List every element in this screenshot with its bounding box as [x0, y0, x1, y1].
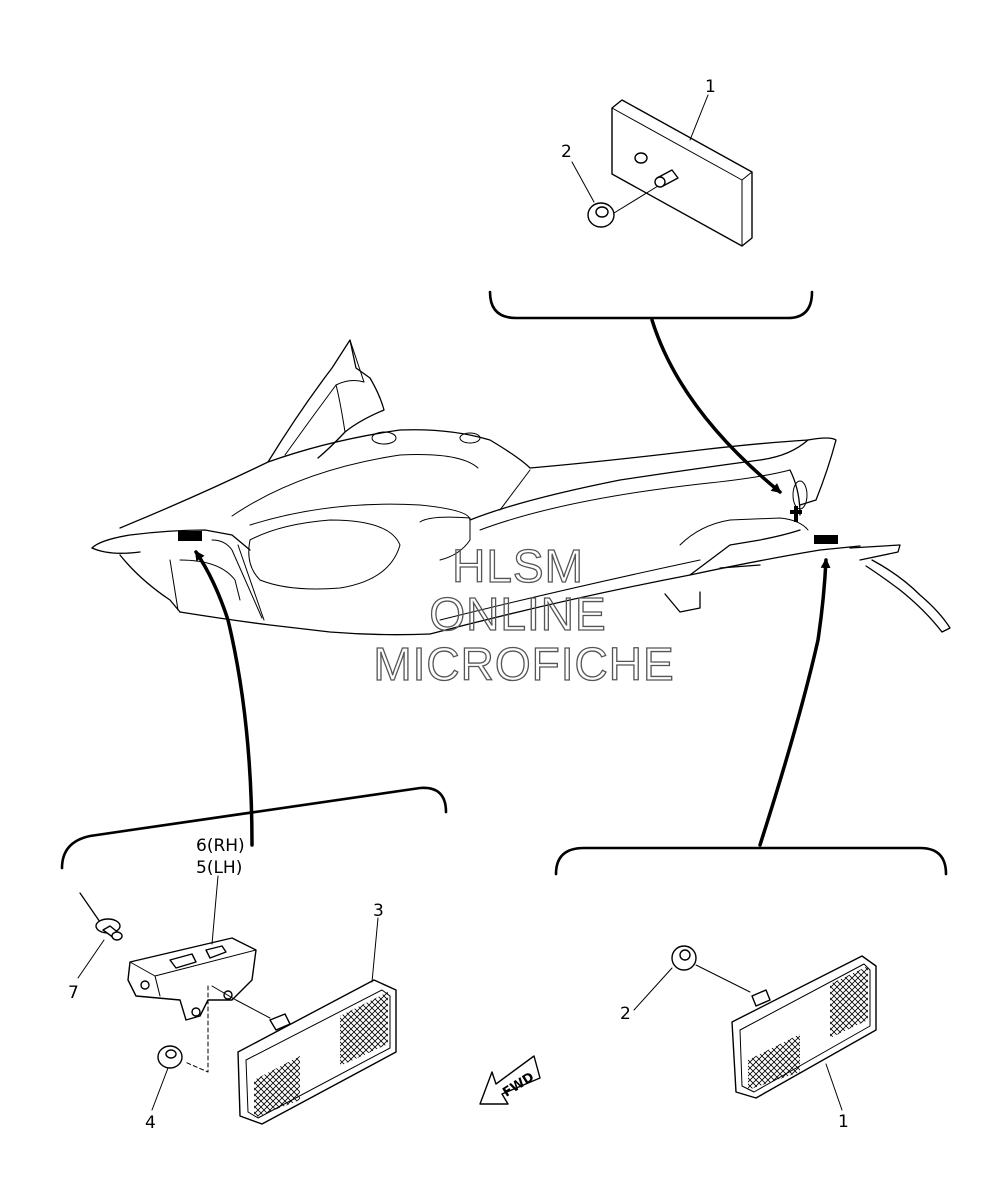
- callout-top-reflector: 1: [705, 77, 716, 97]
- callout-rivet: 7: [68, 983, 79, 1003]
- callout-right-nut: 2: [620, 1004, 631, 1024]
- callout-top-nut: 2: [561, 142, 572, 162]
- bracket: [127, 937, 257, 1021]
- right-reflector: [731, 955, 877, 1099]
- callout-left-nut: 4: [145, 1113, 156, 1133]
- top-detail-bracket: [488, 290, 814, 320]
- watermark-line-3: MICROFICHE: [373, 638, 674, 690]
- left-reflector: [237, 979, 397, 1125]
- right-detail-bracket: [554, 846, 948, 876]
- left-detail: 7 6(RH) 5(LH) 3 4: [60, 786, 448, 1133]
- callout-bracket-rh: 6(RH): [196, 836, 245, 856]
- leader-rivet: [77, 939, 105, 979]
- fwd-arrow-icon: [479, 1055, 541, 1105]
- watermark-line-1: HLSM: [452, 540, 584, 592]
- leader-right-nut: [633, 967, 673, 1011]
- top-reflector: [611, 99, 753, 247]
- assembly-dashed-line: [184, 985, 209, 1073]
- rivet: [79, 892, 123, 941]
- watermark-line-2: ONLINE: [429, 588, 606, 640]
- top-reflector-location: [790, 506, 802, 522]
- right-detail: 2 1: [554, 846, 948, 1132]
- front-reflector-location: [178, 531, 202, 541]
- arrow-top-to-rear: [650, 318, 782, 494]
- leader-top-reflector: [689, 94, 709, 141]
- left-detail-bracket: [60, 786, 448, 870]
- leader-top-nut: [571, 161, 595, 203]
- leader-bracket: [211, 875, 219, 945]
- callout-right-reflector: 1: [838, 1112, 849, 1132]
- right-nut: [671, 945, 751, 993]
- callout-left-reflector: 3: [373, 901, 384, 921]
- rear-reflector-location: [814, 535, 838, 544]
- top-detail: 1 2: [488, 77, 814, 320]
- leader-right-reflector: [825, 1063, 843, 1111]
- leader-left-reflector: [371, 917, 379, 983]
- leader-left-nut: [151, 1067, 169, 1111]
- arrow-left-to-front: [194, 550, 254, 847]
- forward-direction-indicator: FWD: [479, 1055, 541, 1105]
- callout-bracket-lh: 5(LH): [196, 858, 242, 878]
- watermark: HLSM ONLINE MICROFICHE: [373, 539, 675, 690]
- left-nut: [157, 1045, 183, 1069]
- arrow-right-to-rear: [758, 558, 831, 847]
- top-nut: [587, 185, 659, 228]
